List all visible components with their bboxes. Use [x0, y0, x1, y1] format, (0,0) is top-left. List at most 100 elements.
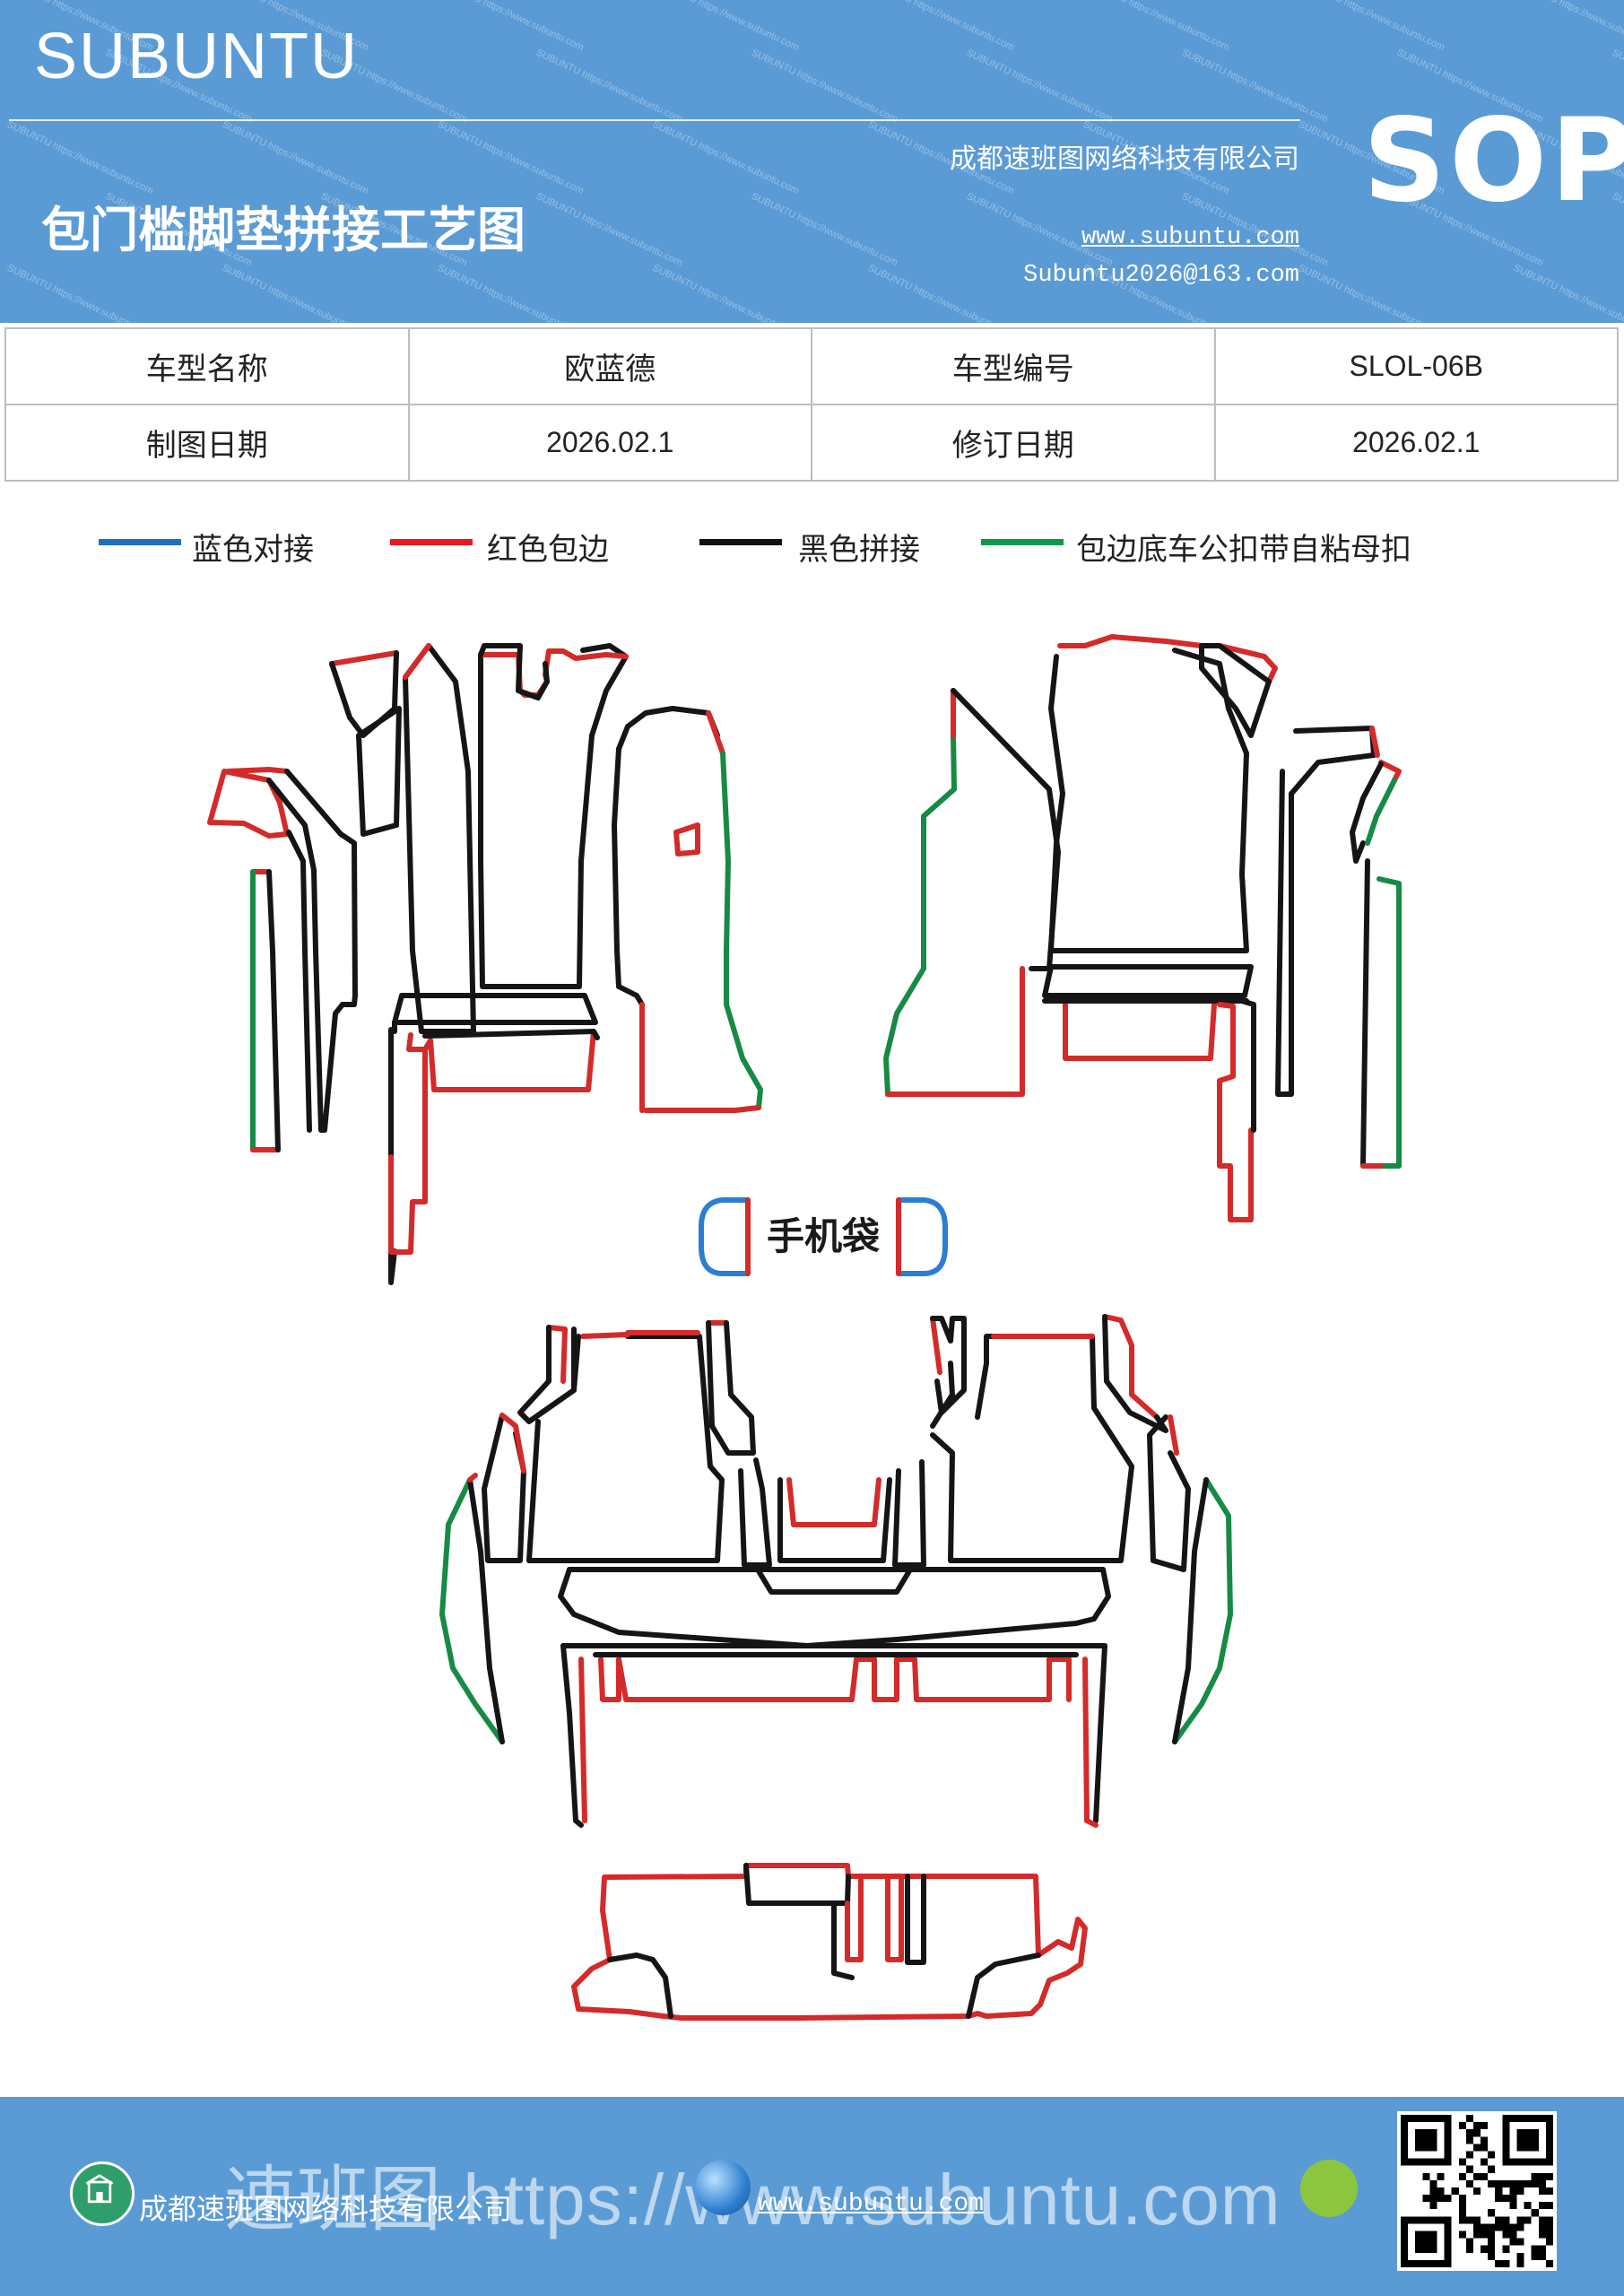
watermark-text: SUBUNTU https://www.subuntu.com [1081, 0, 1231, 54]
rf-right-arm-red [1369, 726, 1380, 758]
rear-lower-left-leg-red [578, 1657, 587, 1823]
piece-low-box-black [422, 1029, 600, 1040]
watermark-text: SUBUNTU https://www.subuntu.com [1296, 262, 1446, 323]
piece-left-box [356, 706, 402, 837]
piece-right-green [720, 751, 763, 1110]
rf-hook-green [1365, 778, 1397, 846]
trunk-outline-red [571, 1863, 1088, 2021]
rear-right-hook-red [1102, 1314, 1159, 1420]
trunk-right-bar [905, 1874, 926, 1965]
piece-slant-red [207, 769, 290, 839]
globe-icon [695, 2160, 751, 2215]
piece-cross-bar [392, 993, 598, 1025]
piece-slant-outer [286, 830, 312, 1133]
trunk-inner-red [845, 1874, 917, 1962]
rear-center-red [786, 1477, 881, 1527]
watermark-text: SUBUNTU https://www.subuntu.com [534, 47, 684, 126]
rf-main-red-top [1057, 634, 1204, 648]
rf-wedge [1199, 643, 1272, 738]
rf-right-strip-green [1376, 876, 1402, 1169]
rear-left-narrow-red [499, 1413, 526, 1474]
rf-long-right [1239, 998, 1256, 1133]
info-cell: 制图日期 [4, 404, 410, 482]
rear-right-wing-black [1172, 1477, 1209, 1744]
rear-left-wing-red-top [467, 1473, 478, 1483]
trunk-top-tab [743, 1863, 851, 1906]
legend-label-blue: 蓝色对接 [192, 532, 314, 568]
info-cell: 2026.02.1 [1213, 404, 1619, 482]
footer-banner: 速班图 https://www.subuntu.com 成都速班图网络科技有限公… [0, 2097, 1624, 2296]
rear-center [777, 1477, 892, 1563]
email-address[interactable]: Subuntu2026@163.com [1023, 262, 1299, 289]
rear-topleft-hook-red [546, 1325, 568, 1384]
rear-main-left [526, 1334, 725, 1563]
rf-long-right-red [1217, 1002, 1254, 1222]
legend-swatch-blue [99, 539, 181, 545]
mat-splicing-diagram: 手机袋 [207, 634, 1402, 2021]
watermark-text: SUBUNTU https://www.subuntu.com [865, 0, 1016, 54]
piece-slant-top [225, 767, 290, 774]
watermark-text: SUBUNTU https://www.subuntu.com [4, 118, 155, 197]
rf-main [1048, 648, 1249, 953]
info-cell: 修订日期 [811, 404, 1216, 482]
piece-top-left [329, 650, 399, 738]
rear-right-hook [1102, 1314, 1168, 1433]
rf-right-arm [1275, 726, 1376, 1097]
piece-main-side [478, 643, 550, 700]
rf-left-green [883, 733, 957, 1097]
rf-left-red-bottom [885, 966, 1025, 1097]
building-icon [70, 2161, 135, 2226]
website-link[interactable]: www.subuntu.com [1081, 224, 1299, 251]
rear-lower-right-leg [1093, 1643, 1107, 1823]
rf-wedge-red [1217, 643, 1278, 684]
trunk-left-black [607, 1952, 673, 2019]
phone-pocket-group [699, 1197, 948, 1276]
piece-right-red-bottom [643, 1105, 761, 1113]
rear-right-narrow-red [1168, 1414, 1179, 1456]
rear-mat-group [439, 1314, 1233, 1828]
rear-main-left-frame [535, 1334, 581, 1418]
piece-low-box [422, 1029, 596, 1092]
watermark-text: SUBUNTU https://www.subuntu.com [1179, 47, 1330, 126]
watermark-text: SUBUNTU https://www.subuntu.com [435, 262, 586, 323]
rear-topright-hook-red [930, 1316, 942, 1375]
trunk-right-black [966, 1952, 1041, 2019]
rf-low-box [1063, 1002, 1217, 1061]
rear-center-left-strip [738, 1457, 772, 1568]
chat-icon[interactable] [1300, 2160, 1358, 2217]
rf-hook [1350, 761, 1384, 864]
rf-left-black [951, 688, 1061, 971]
rf-right-strip [1360, 858, 1370, 1169]
piece-top-left-red [329, 650, 399, 666]
piece-tall-top [403, 643, 431, 680]
rear-lower-inner [598, 1657, 1072, 1702]
pocket-left-blue [699, 1197, 751, 1276]
piece-right-red-top [706, 710, 725, 756]
rear-right-narrow [1147, 1414, 1191, 1572]
watermark-text: SUBUNTU https://www.subuntu.com [220, 118, 370, 197]
watermark-text: SUBUNTU https://www.subuntu.com [220, 262, 370, 323]
piece-arm [284, 769, 358, 1007]
piece-right-black [612, 746, 645, 1007]
footer-company-name: 成都速班图网络科技有限公司 [139, 2192, 513, 2226]
piece-tall-strip [403, 643, 476, 1034]
piece-main-top [478, 648, 629, 698]
qr-code[interactable] [1397, 2111, 1557, 2271]
rear-main-left-red [580, 1330, 700, 1339]
rear-trapezoid-bar [558, 1567, 1111, 1648]
watermark-text: SUBUNTU https://www.subuntu.com [749, 47, 899, 126]
trunk-mat-group [571, 1863, 1088, 2021]
left-front-mat-group [207, 643, 763, 1285]
footer-website-link[interactable]: www.subuntu.com [758, 2190, 985, 2218]
piece-left-strip-right [266, 869, 281, 1152]
rear-center-left [706, 1320, 756, 1456]
sop-badge: SOP [1363, 94, 1624, 228]
piece-slant-black [266, 778, 327, 1133]
info-cell: 车型名称 [4, 327, 410, 405]
watermark-text: SUBUNTU https://www.subuntu.com [534, 190, 684, 269]
legend-swatch-green [981, 539, 1064, 545]
info-cell: 2026.02.1 [407, 404, 812, 482]
watermark-text: SUBUNTU https://www.subuntu.com [749, 190, 899, 269]
